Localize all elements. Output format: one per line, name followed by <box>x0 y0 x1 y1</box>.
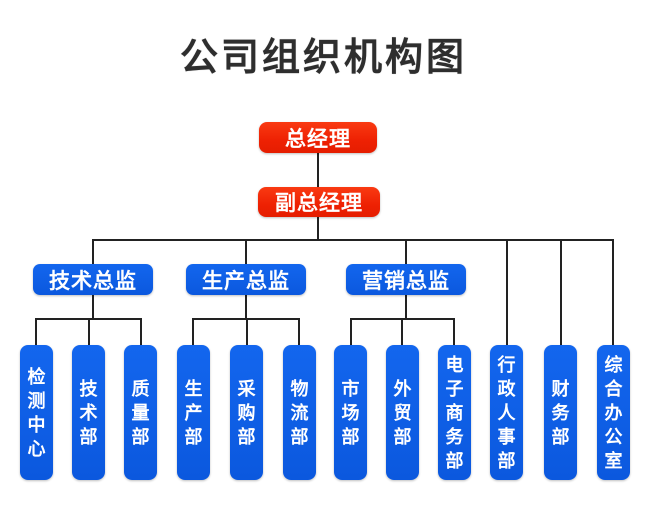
box-dept-foreign-trade: 外贸部 <box>386 345 419 480</box>
box-dept-production: 生产部 <box>177 345 210 480</box>
box-director-production: 生产总监 <box>186 264 306 295</box>
page-title: 公司组织机构图 <box>179 37 467 79</box>
connector-drop-dept-9 <box>453 318 455 345</box>
box-dept-market: 市场部 <box>334 345 367 480</box>
connector-drop-dept-1 <box>35 318 37 345</box>
dept-label: 综合办公室 <box>604 354 623 471</box>
dept-label: 采购部 <box>237 378 256 447</box>
box-dept-technology: 技术部 <box>72 345 105 480</box>
dept-label: 质量部 <box>131 378 150 447</box>
dept-label: 电子商务部 <box>445 354 464 471</box>
connector-drop-director-1 <box>92 239 94 264</box>
box-deputy-general-manager: 副总经理 <box>258 187 380 217</box>
connector-main-horizontal <box>93 239 614 241</box>
connector-director1-sub <box>92 295 94 319</box>
connector-dgm-main <box>317 217 319 240</box>
connector-drop-dept-8 <box>401 318 403 345</box>
box-dept-logistics: 物流部 <box>283 345 316 480</box>
box-dept-testing-center: 检测中心 <box>20 345 53 480</box>
dept-label: 市场部 <box>341 378 360 447</box>
connector-drop-dept-11 <box>560 239 562 345</box>
connector-sub-horizontal-3 <box>351 318 455 320</box>
box-director-marketing: 营销总监 <box>346 264 466 295</box>
connector-drop-dept-2 <box>88 318 90 345</box>
box-dept-finance: 财务部 <box>544 345 577 480</box>
dept-label: 技术部 <box>79 378 98 447</box>
connector-drop-dept-10 <box>506 239 508 345</box>
connector-drop-dept-7 <box>350 318 352 345</box>
dept-label: 外贸部 <box>393 378 412 447</box>
connector-drop-director-3 <box>405 239 407 264</box>
dept-label: 行政人事部 <box>497 354 516 471</box>
connector-drop-dept-6 <box>298 318 300 345</box>
connector-drop-dept-12 <box>612 239 614 345</box>
dept-label: 财务部 <box>551 378 570 447</box>
dept-label: 检测中心 <box>27 366 46 459</box>
dept-label: 生产部 <box>184 378 203 447</box>
connector-drop-director-2 <box>245 239 247 264</box>
box-director-technology: 技术总监 <box>33 264 153 295</box>
connector-drop-dept-5 <box>246 318 248 345</box>
box-dept-purchasing: 采购部 <box>230 345 263 480</box>
connector-director3-sub <box>405 295 407 319</box>
connector-gm-dgm <box>317 153 319 187</box>
connector-director2-sub <box>245 295 247 319</box>
dept-label: 物流部 <box>290 378 309 447</box>
box-dept-general-office: 综合办公室 <box>597 345 630 480</box>
connector-drop-dept-3 <box>140 318 142 345</box>
box-dept-admin-hr: 行政人事部 <box>490 345 523 480</box>
connector-drop-dept-4 <box>192 318 194 345</box>
box-dept-ecommerce: 电子商务部 <box>438 345 471 480</box>
box-general-manager: 总经理 <box>259 122 377 153</box>
box-dept-quality: 质量部 <box>124 345 157 480</box>
